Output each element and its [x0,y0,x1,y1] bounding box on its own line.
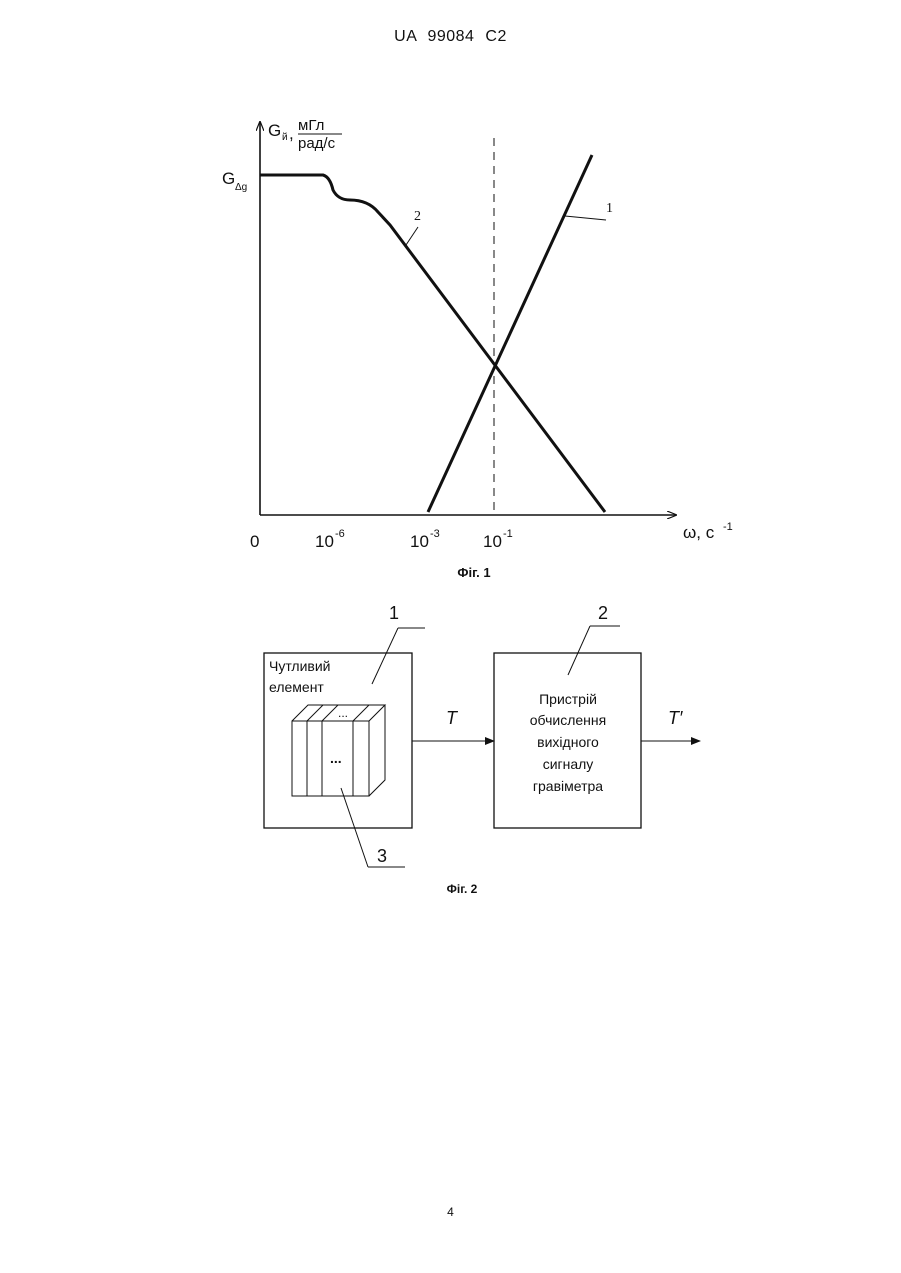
tick-label-3: 10 [483,532,502,551]
tick-label-0: 0 [250,532,259,551]
svg-text:обчислення: обчислення [530,712,606,728]
block-2-text: Пристрій обчислення вихідного сигналу гр… [530,691,606,794]
curve-1-leader [565,216,606,220]
x-tick-labels: 0 10 -6 10 -3 10 -1 [250,528,513,551]
signal-t-prime-label: T′ [668,708,683,728]
curve-2-leader [406,227,418,245]
svg-text:G: G [222,169,235,188]
block-2-number: 2 [598,603,608,623]
svg-text:-1: -1 [723,521,733,533]
figure-1-caption: Фіг. 1 [457,565,490,580]
svg-text:ω, c: ω, c [683,523,715,542]
level-label: G Δg [222,169,247,193]
svg-text:Пристрій: Пристрій [539,691,597,707]
svg-text:й: й [282,132,288,143]
y-axis-label: G й , мГл рад/с [268,117,342,152]
figure-2: Чутливий елемент 1 ... ... 3 T П [264,603,700,896]
svg-text:гравіметра: гравіметра [533,778,603,794]
svg-text:сигналу: сигналу [543,756,594,772]
block-1-text-line-1: Чутливий [269,658,331,674]
curve-1 [428,155,592,512]
x-axis-label: ω, c -1 [683,521,733,542]
tick-label-1: 10 [315,532,334,551]
svg-text:-3: -3 [430,528,440,540]
curve-2 [260,175,605,512]
block-1-number: 1 [389,603,399,623]
svg-text:вихідного: вихідного [537,734,599,750]
svg-text:мГл: мГл [298,117,324,134]
svg-text:-1: -1 [503,528,513,540]
curve-1-label: 1 [606,201,613,216]
tick-label-2: 10 [410,532,429,551]
curve-2-label: 2 [414,209,421,224]
figure-1: G й , мГл рад/с G Δg 2 1 0 10 -6 10 -3 [222,117,733,580]
block-1-text-line-2: елемент [269,679,324,695]
svg-text:,: , [289,124,294,143]
signal-t-label: T [446,708,459,728]
page-number: 4 [0,1205,901,1219]
svg-text:рад/с: рад/с [298,135,336,152]
svg-text:Δg: Δg [235,182,247,193]
cube-front-dots: ... [330,750,342,766]
block-2-leader [568,626,590,675]
cube-top-dots: ... [338,706,348,720]
svg-text:G: G [268,121,281,140]
svg-text:-6: -6 [335,528,345,540]
figure-2-caption: Фіг. 2 [447,882,478,896]
element-3-number: 3 [377,846,387,866]
block-1-leader [372,628,398,684]
